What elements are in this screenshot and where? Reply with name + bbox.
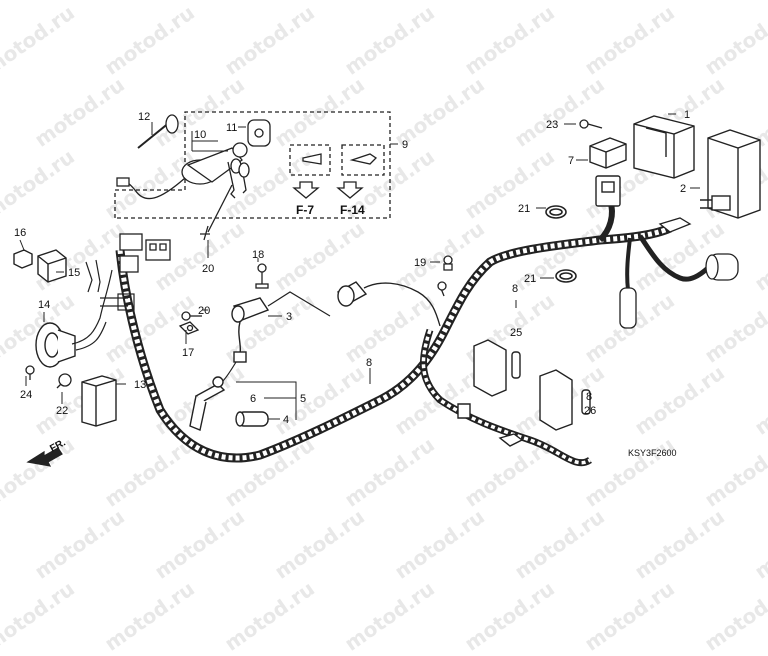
bracket-20[interactable] bbox=[181, 311, 202, 321]
callout-25[interactable]: 25 bbox=[510, 327, 522, 339]
callout-11[interactable]: 11 bbox=[226, 122, 237, 134]
callout-12[interactable]: 12 bbox=[138, 111, 150, 123]
bolt-23[interactable] bbox=[579, 119, 603, 129]
callout-21-bottom[interactable]: 21 bbox=[524, 273, 536, 285]
callout-26[interactable]: 26 bbox=[584, 405, 596, 417]
callout-16[interactable]: 16 bbox=[14, 227, 26, 239]
bolt-18[interactable] bbox=[255, 263, 269, 289]
harness-bracket[interactable] bbox=[81, 375, 117, 427]
callouts: 1 2 3 4 5 6 7 8 8 8 9 10 11 12 13 14 15 … bbox=[14, 109, 690, 426]
connector-right[interactable] bbox=[619, 217, 739, 329]
connector-block[interactable] bbox=[119, 233, 171, 273]
watermark-text: motod.ru bbox=[700, 576, 768, 656]
watermark-text: motod.ru bbox=[580, 576, 679, 656]
watermark-text: motod.ru bbox=[0, 576, 79, 656]
callout-2[interactable]: 2 bbox=[680, 183, 686, 195]
main-wire-harness[interactable] bbox=[115, 199, 710, 467]
watermark-text: motod.ru bbox=[100, 576, 199, 656]
watermark-text: motod.ru bbox=[460, 576, 559, 656]
view-label-f7: F-7 bbox=[296, 203, 314, 217]
holder-7[interactable] bbox=[589, 137, 627, 169]
wiring-harness-diagram: FR. F-7 F-14 KSY3F2600 1 2 3 4 5 6 7 8 8… bbox=[13, 109, 761, 467]
connector-6[interactable] bbox=[189, 376, 226, 431]
callout-7[interactable]: 7 bbox=[568, 155, 574, 167]
callout-19[interactable]: 19 bbox=[414, 257, 426, 269]
callout-17[interactable]: 17 bbox=[182, 347, 194, 359]
plug-wire bbox=[363, 281, 447, 327]
callout-15[interactable]: 15 bbox=[68, 267, 80, 279]
relay-holder[interactable] bbox=[13, 249, 33, 269]
relay[interactable] bbox=[37, 249, 67, 283]
cdi-unit[interactable] bbox=[700, 129, 761, 219]
bolt-22[interactable] bbox=[56, 373, 72, 389]
callout-4[interactable]: 4 bbox=[283, 414, 289, 426]
front-arrow-icon bbox=[26, 447, 63, 467]
screw-24[interactable] bbox=[25, 365, 35, 380]
view-label-f14: F-14 bbox=[340, 203, 365, 217]
leader-lines bbox=[19, 113, 700, 420]
clamp-21-top[interactable] bbox=[545, 205, 567, 219]
callout-13[interactable]: 13 bbox=[134, 379, 146, 391]
callout-21-top[interactable]: 21 bbox=[518, 203, 530, 215]
grommet-17[interactable] bbox=[178, 321, 200, 335]
clamp-21-bottom[interactable] bbox=[555, 269, 577, 283]
callout-14[interactable]: 14 bbox=[38, 299, 50, 311]
watermark-text: motod.ru bbox=[340, 576, 439, 656]
key-set-group[interactable] bbox=[114, 111, 391, 241]
callout-10[interactable]: 10 bbox=[194, 129, 206, 141]
callout-3[interactable]: 3 bbox=[286, 311, 292, 323]
plug[interactable] bbox=[336, 281, 368, 307]
callout-18[interactable]: 18 bbox=[252, 249, 264, 261]
callout-1[interactable]: 1 bbox=[684, 109, 690, 121]
bolt-19[interactable] bbox=[443, 255, 453, 271]
callout-5[interactable]: 5 bbox=[300, 393, 306, 405]
diagram-code: KSY3F2600 bbox=[628, 448, 677, 458]
fuse-holders[interactable] bbox=[457, 339, 591, 447]
callout-9[interactable]: 9 bbox=[402, 139, 408, 151]
horn-wires bbox=[71, 259, 135, 351]
stop-switch[interactable] bbox=[231, 297, 270, 363]
callout-8-fuse-a[interactable]: 8 bbox=[512, 283, 518, 295]
cap-4[interactable] bbox=[235, 411, 269, 427]
callout-8-fuse-b[interactable]: 8 bbox=[586, 391, 592, 403]
callout-22[interactable]: 22 bbox=[56, 405, 68, 417]
callout-6[interactable]: 6 bbox=[250, 393, 256, 405]
callout-20-bracket[interactable]: 20 bbox=[198, 305, 210, 317]
cover-1[interactable] bbox=[633, 115, 695, 179]
watermark-text: motod.ru bbox=[220, 576, 319, 656]
coupler[interactable] bbox=[595, 175, 621, 207]
callout-23[interactable]: 23 bbox=[546, 119, 558, 131]
front-label: FR. bbox=[48, 437, 68, 454]
callout-24[interactable]: 24 bbox=[20, 389, 32, 401]
horn[interactable] bbox=[35, 322, 76, 368]
callout-20-switch[interactable]: 20 bbox=[202, 263, 214, 275]
callout-8-center[interactable]: 8 bbox=[366, 357, 372, 369]
